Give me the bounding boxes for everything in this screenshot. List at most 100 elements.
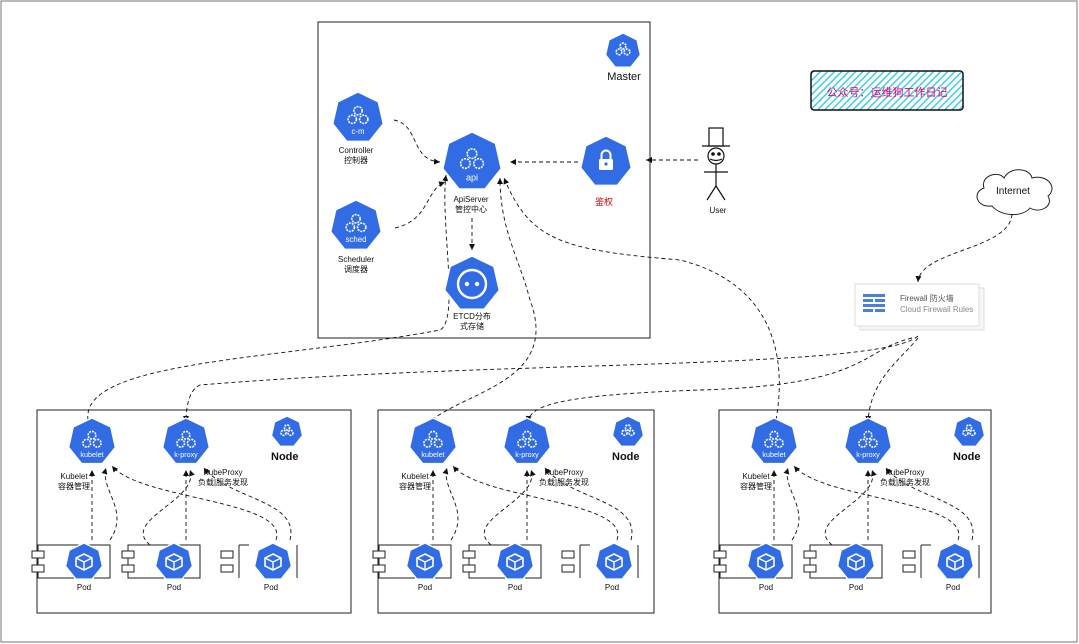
kube-proxy-icon-caption: k-proxy [174, 450, 198, 459]
node3-pod3-label: Pod [945, 583, 961, 592]
node3-pod1-label: Pod [758, 583, 774, 592]
node3-link-4 [824, 469, 877, 546]
apiserver-icon: api [441, 131, 503, 190]
node3-pod2-label: Pod [848, 583, 864, 592]
firewall-to-proxy2 [525, 337, 913, 423]
node3-proxy-sub: 负载|服务发现 [879, 478, 931, 487]
node1-pod1-label: Pod [76, 583, 92, 592]
node-box-3 [718, 409, 992, 614]
node-1: kubelet k-proxy [31, 415, 304, 580]
node3-title: Node [953, 451, 981, 463]
node-icon [952, 415, 986, 448]
node-icon [270, 415, 304, 448]
pod-1 [372, 542, 452, 580]
pod-2 [462, 542, 542, 580]
kube-proxy-icon-caption: k-proxy [856, 450, 880, 459]
controller-to-api [393, 119, 441, 165]
master-title: Master [607, 71, 641, 83]
node2-link-5 [452, 465, 619, 541]
pod-cube-icon [253, 542, 293, 580]
connectors [87, 119, 1013, 423]
pod-cube-icon [836, 542, 876, 580]
pod-cube-icon [405, 542, 445, 580]
node-icon [611, 415, 645, 448]
etcd-name: ETCD分布 [453, 312, 491, 321]
pod-cube-icon [154, 542, 194, 580]
kubelet-icon: kubelet [408, 417, 458, 465]
pod-2 [803, 542, 883, 580]
node3-proxy-name: KubeProxy [885, 468, 925, 477]
node1-pod3-label: Pod [263, 583, 279, 592]
node2-link-6 [544, 467, 633, 541]
kubelet-icon-caption: kubelet [421, 450, 444, 459]
node1-kubelet-sub: 容器管理 [58, 482, 90, 491]
node1-kubelet-name: Kubelet [60, 472, 88, 481]
internet-cloud [976, 169, 1053, 215]
node2-proxy-sub: 负载|服务发现 [538, 478, 590, 487]
kube-proxy-icon: k-proxy [502, 417, 552, 465]
node2-pod3-label: Pod [604, 583, 620, 592]
master-box [317, 21, 651, 339]
kubelet-icon: kubelet [67, 417, 117, 465]
kube-proxy-icon: k-proxy [843, 417, 893, 465]
node1-kubelet-to-api [87, 174, 450, 421]
pod-3 [902, 542, 980, 580]
firewall-title: Firewall 防火墙 [900, 293, 954, 303]
pod-cube-icon [935, 542, 975, 580]
node2-link-2 [442, 467, 459, 541]
node2-kubelet-name: Kubelet [401, 472, 429, 481]
controller-icon-caption: c-m [352, 127, 365, 136]
node3-link-2 [783, 467, 800, 541]
kubelet-icon-caption: kubelet [762, 450, 785, 459]
node1-proxy-name: KubeProxy [203, 468, 243, 477]
firewall-icon [863, 294, 885, 312]
node2-pod2-label: Pod [507, 583, 523, 592]
pod-1 [31, 542, 111, 580]
node1-proxy-sub: 负载|服务发现 [197, 478, 249, 487]
node3-kubelet-sub: 容器管理 [740, 482, 772, 491]
pod-cube-icon [495, 542, 535, 580]
banner-box [810, 70, 964, 111]
kubelet-icon: kubelet [749, 417, 799, 465]
node1-link-4 [142, 469, 195, 546]
controller-name: Controller [338, 146, 374, 155]
user-label: User [710, 206, 727, 215]
scheduler-icon: sched [329, 199, 383, 251]
banner-text: 公众号：运维狗工作日记 [827, 86, 948, 99]
firewall-to-proxy3 [865, 337, 919, 423]
node-3: kubelet k-proxy [713, 415, 986, 580]
scheduler-name: Scheduler [337, 255, 375, 264]
node2-proxy-name: KubeProxy [544, 468, 584, 477]
node1-title: Node [271, 451, 299, 463]
etcd-sub: 式存储 [460, 322, 484, 331]
node1-pod2-label: Pod [166, 583, 182, 592]
pod-cube-icon [746, 542, 786, 580]
node1-link-2 [101, 467, 118, 541]
user-figure [702, 127, 730, 201]
node-2: kubelet k-proxy [372, 415, 645, 580]
pod-cube-icon [594, 542, 634, 580]
auth-lock-icon [579, 135, 633, 187]
auth-label: 鉴权 [594, 197, 613, 207]
node2-kubelet-to-api [431, 177, 537, 421]
pod-3 [561, 542, 639, 580]
etcd-icon [443, 255, 501, 310]
pod-cube-icon [64, 542, 104, 580]
internet-to-firewall [915, 213, 1013, 283]
apiserver-name: ApiServer [453, 195, 489, 204]
node2-title: Node [612, 451, 640, 463]
node2-pod1-label: Pod [417, 583, 433, 592]
node-box-2 [377, 409, 655, 614]
firewall-to-proxy1 [183, 335, 919, 423]
node3-link-5 [793, 465, 960, 541]
firewall-card [854, 283, 980, 327]
internet-label: Internet [996, 186, 1030, 197]
kubelet-icon-caption: kubelet [80, 450, 103, 459]
node2-kubelet-sub: 容器管理 [399, 482, 431, 491]
node1-link-6 [203, 467, 292, 541]
pod-1 [713, 542, 793, 580]
pod-2 [121, 542, 201, 580]
apiserver-icon-caption: api [466, 173, 478, 183]
